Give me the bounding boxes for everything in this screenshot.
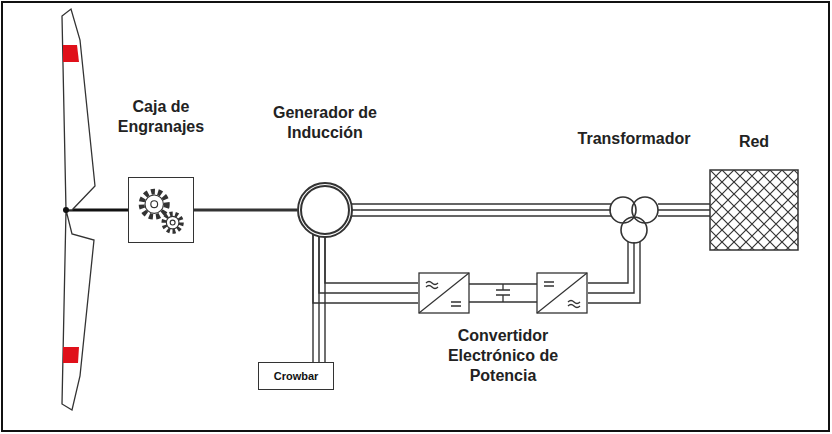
transformer-symbol (605, 193, 663, 245)
blade-tip-mark (63, 347, 79, 363)
converter-diagonal (419, 273, 469, 313)
component-heading: Transformador (569, 129, 699, 149)
gear (145, 195, 163, 213)
gear-teeth (164, 214, 181, 231)
transformer-node: Transformador (605, 193, 663, 245)
hub (63, 207, 69, 213)
ac-sign (568, 301, 580, 308)
dc-sign (544, 282, 554, 286)
dc-link (469, 284, 537, 302)
three-phase-line (658, 204, 710, 216)
converter-symbol (418, 272, 588, 314)
component-heading: Generador de Inducción (259, 103, 391, 143)
gear-hub (170, 220, 175, 225)
converter-node: Convertidor Electrónico de Potencia (418, 272, 588, 314)
gear (166, 216, 179, 229)
drive-shaft (194, 209, 297, 212)
crowbar-box: Crowbar (258, 362, 334, 390)
grid-box: Red (710, 170, 798, 250)
converter-diagonal (537, 273, 587, 313)
ac-sign (426, 282, 438, 289)
blade (62, 9, 95, 210)
capacitor (496, 284, 510, 302)
component-heading: Caja de Engranajes (105, 97, 217, 137)
rectifier-box (419, 273, 469, 313)
grid-hatch (710, 170, 798, 250)
gear-hub (151, 201, 158, 208)
gear-teeth (142, 192, 167, 217)
grid-symbol (710, 170, 798, 250)
blade (62, 210, 94, 410)
three-phase-line (588, 242, 640, 303)
dc-sign (451, 302, 461, 306)
gearbox-symbol (129, 178, 193, 242)
box-label: Crowbar (259, 363, 333, 389)
rotor-shaft (66, 209, 128, 212)
three-phase-line (350, 204, 611, 216)
winding (632, 197, 658, 223)
generator-circle: Generador de Inducción (297, 182, 353, 238)
blade-tip-mark (63, 45, 79, 62)
component-heading: Convertidor Electrónico de Potencia (436, 326, 570, 386)
component-heading: Red (724, 132, 784, 152)
three-phase-line (313, 234, 418, 303)
gearbox-box: Caja de Engranajes (128, 177, 194, 243)
winding (621, 217, 647, 243)
inverter-box (537, 273, 587, 313)
